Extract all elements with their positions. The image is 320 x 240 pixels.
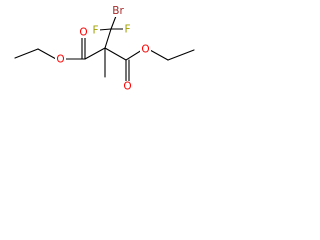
bond-right-ch2-ch3 bbox=[167, 49, 195, 61]
atom-label-br: Br bbox=[112, 5, 124, 17]
atom-o-ester-left: O bbox=[55, 54, 66, 66]
bond-left-o-ch2 bbox=[37, 48, 57, 60]
atom-br: Br bbox=[109, 5, 126, 17]
atom-label-o-ester-left: O bbox=[56, 54, 64, 66]
atom-label-o-carbonyl-right: O bbox=[123, 81, 131, 93]
atom-labels: Br F F O O O O bbox=[55, 5, 151, 93]
atom-label-f2: F bbox=[124, 24, 130, 36]
bond-c-cf2 bbox=[104, 28, 112, 49]
bonds bbox=[14, 15, 195, 83]
bond-c-left-carbonyl bbox=[84, 47, 106, 60]
atom-label-o-carbonyl-left: O bbox=[79, 27, 87, 39]
structure-diagram: Br F F O O O O bbox=[14, 5, 195, 93]
atom-f1: F bbox=[91, 25, 100, 37]
atom-o-ester-right: O bbox=[140, 44, 151, 56]
atom-f2: F bbox=[123, 24, 132, 36]
bond-right-o-ch2 bbox=[149, 49, 169, 61]
bond-right-c-o bbox=[125, 49, 143, 61]
atom-o-carbonyl-left: O bbox=[78, 27, 89, 39]
atom-label-o-ester-right: O bbox=[141, 44, 149, 56]
bond-c-f1 bbox=[98, 28, 112, 31]
atom-label-f1: F bbox=[92, 25, 98, 37]
bond-c-right-carbonyl bbox=[104, 47, 127, 61]
atom-o-carbonyl-right: O bbox=[122, 81, 133, 93]
bond-left-ch2-ch3 bbox=[14, 48, 39, 59]
bond-c-br bbox=[110, 15, 117, 30]
